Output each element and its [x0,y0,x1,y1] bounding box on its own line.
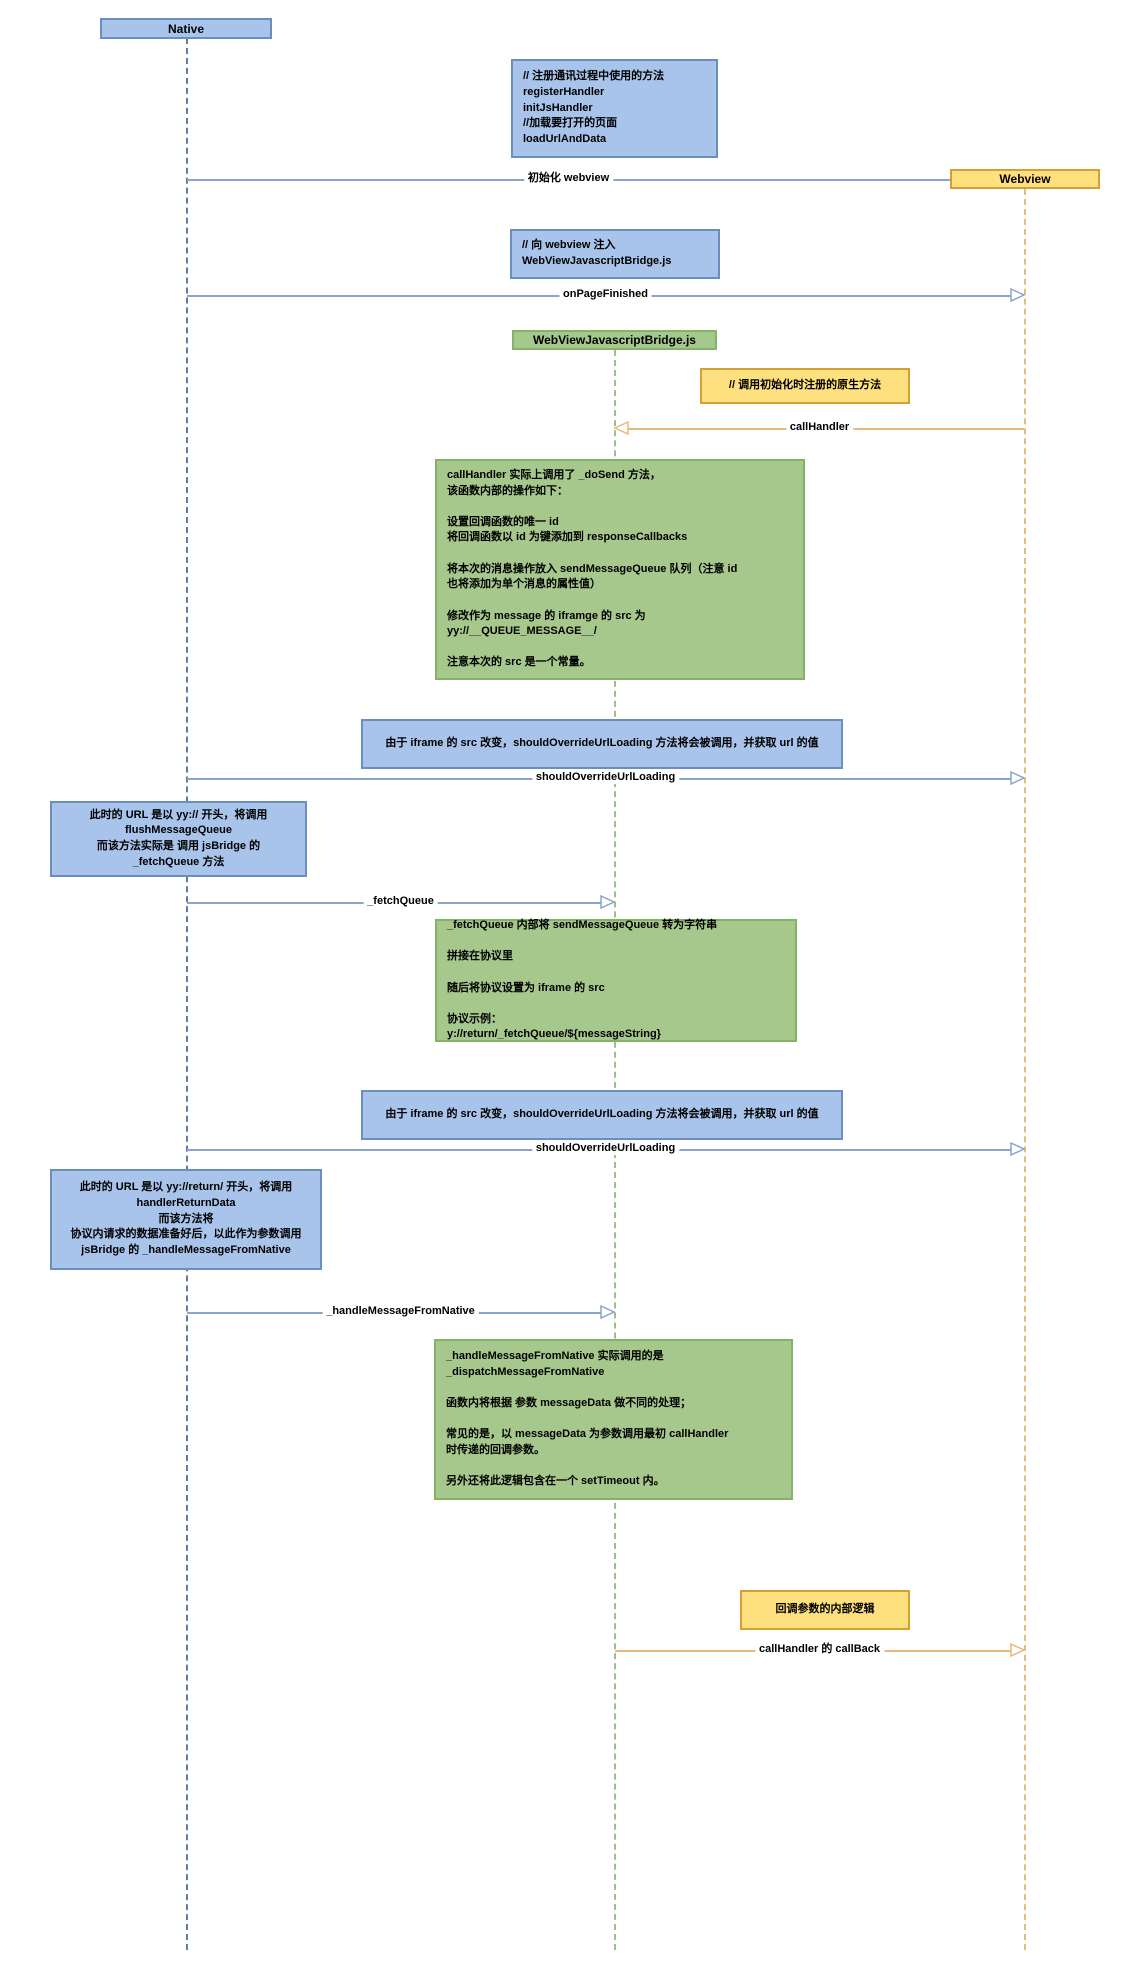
message-call-handler-callback-label: callHandler 的 callBack [754,1643,885,1656]
note-register-methods: // 注册通讯过程中使用的方法 registerHandler initJsHa… [511,59,718,158]
participant-native-label: Native [167,21,205,36]
message-fetch-queue-label: _fetchQueue [363,895,438,908]
participant-webview: Webview [950,169,1100,189]
message-init-webview-label: 初始化 webview [523,172,614,185]
participant-webview-label: Webview [999,172,1051,186]
note-iframe-src-changed-1: 由于 iframe 的 src 改变，shouldOverrideUrlLoad… [361,719,843,769]
participant-bridge: WebViewJavascriptBridge.js [512,330,717,350]
note-call-registered-native: // 调用初始化时注册的原生方法 [700,368,910,404]
note-callback-inner-logic: 回调参数的内部逻辑 [740,1590,910,1630]
open-arrowhead-right-icon [600,895,615,909]
note-url-yy-prefix: 此时的 URL 是以 yy:// 开头，将调用 flushMessageQueu… [50,801,307,877]
open-arrowhead-right-icon [1010,771,1025,785]
message-on-page-finished-label: onPageFinished [559,288,652,301]
note-inject-bridge: // 向 webview 注入 WebViewJavascriptBridge.… [510,229,720,279]
open-arrowhead-right-icon [1010,1142,1025,1156]
note-iframe-src-changed-2: 由于 iframe 的 src 改变，shouldOverrideUrlLoad… [361,1090,843,1140]
note-do-send-detail: callHandler 实际上调用了 _doSend 方法， 该函数内部的操作如… [435,459,805,680]
message-should-override-url-loading-1-label: shouldOverrideUrlLoading [531,771,680,784]
message-handle-message-from-native-label: _handleMessageFromNative [322,1305,479,1318]
native-lifeline [186,38,188,1950]
participant-native: Native [100,18,272,39]
message-call-handler-label: callHandler [785,421,854,434]
note-url-yyreturn-prefix: 此时的 URL 是以 yy://return/ 开头，将调用 handlerRe… [50,1169,322,1270]
open-arrowhead-right-icon [1010,288,1025,302]
note-fetch-queue-detail: _fetchQueue 内部将 sendMessageQueue 转为字符串 拼… [435,919,797,1042]
open-arrowhead-right-icon [1010,1643,1025,1657]
open-arrowhead-right-icon [600,1305,615,1319]
participant-bridge-label: WebViewJavascriptBridge.js [533,333,696,347]
webview-lifeline [1024,189,1026,1950]
message-should-override-url-loading-2-label: shouldOverrideUrlLoading [531,1142,680,1155]
note-dispatch-detail: _handleMessageFromNative 实际调用的是 _dispatc… [434,1339,793,1500]
open-arrowhead-left-icon [614,421,629,435]
